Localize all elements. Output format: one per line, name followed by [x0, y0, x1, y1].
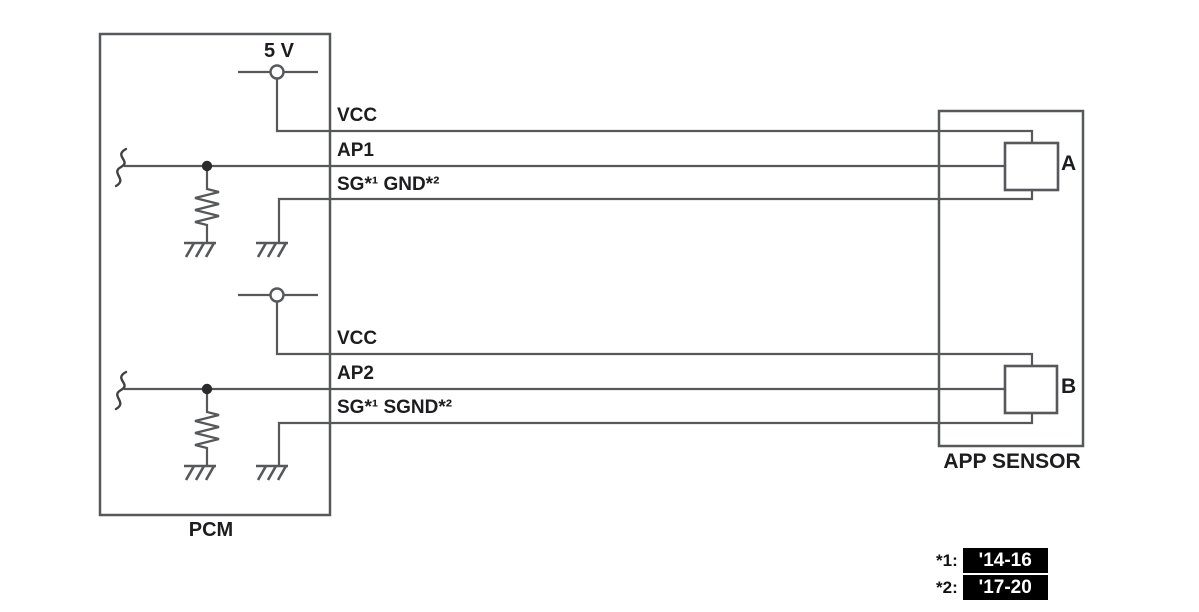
supply-terminal-circle-2	[269, 287, 285, 303]
legend-value-1: '14-16	[962, 548, 1048, 573]
vcc-wire-1	[275, 78, 1034, 143]
wire-label-ap2: AP2	[337, 363, 374, 384]
legend-key-2: *2:	[936, 577, 958, 597]
pcm-label: PCM	[188, 519, 234, 541]
wire-label-sg-sgnd-2: SG*¹ SGND*²	[337, 397, 453, 418]
connector-b-box	[1003, 364, 1059, 415]
vcc-wire-2	[275, 301, 1034, 366]
legend-key-1: *1:	[936, 550, 958, 570]
wire-break-squiggle-2	[114, 370, 128, 411]
junction-dot-1	[201, 160, 213, 172]
pcm-box	[98, 32, 332, 517]
ground-symbol-resistor-1	[184, 241, 216, 258]
ground-symbol-sg-1	[256, 241, 288, 258]
supply-voltage-label: 5 V	[263, 40, 295, 62]
legend-value-2: '17-20	[962, 575, 1048, 600]
wire-label-vcc-1: VCC	[337, 105, 378, 126]
wire-break-squiggle-1	[114, 147, 128, 188]
sg-wire-2	[277, 413, 1034, 466]
sg-wire-1	[277, 190, 1034, 243]
wire-label-sg-gnd-1: SG*¹ GND*²	[337, 174, 440, 195]
resistor-2	[194, 389, 220, 466]
ground-symbol-resistor-2	[184, 464, 216, 481]
supply-terminal-circle-1	[269, 64, 285, 80]
legend-row-2: *2: '17-20	[936, 575, 1048, 600]
wire-label-ap1: AP1	[337, 140, 374, 161]
resistor-1	[194, 166, 220, 243]
app-sensor-label: APP SENSOR	[943, 450, 1081, 473]
connector-a-label: A	[1061, 152, 1077, 175]
model-year-legend: *1: '14-16 *2: '17-20	[936, 548, 1048, 600]
wire-label-vcc-2: VCC	[337, 328, 378, 349]
junction-dot-2	[201, 383, 213, 395]
connector-b-label: B	[1061, 375, 1077, 398]
legend-row-1: *1: '14-16	[936, 548, 1048, 573]
ground-symbol-sg-2	[256, 464, 288, 481]
app-sensor-box	[937, 109, 1085, 448]
connector-a-box	[1003, 141, 1060, 192]
